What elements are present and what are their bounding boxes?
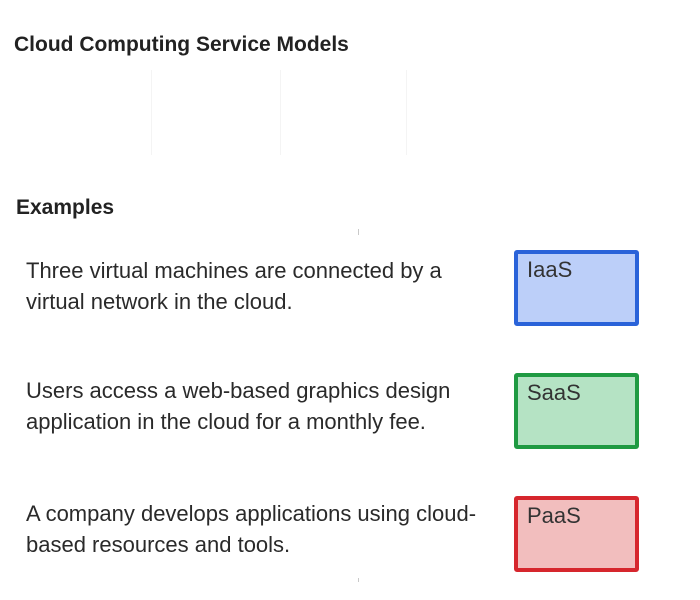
answer-label-paas[interactable]: PaaS (527, 503, 581, 528)
divider (406, 70, 407, 155)
answer-slot-3[interactable]: PaaS (514, 496, 639, 572)
example-text-2: Users access a web-based graphics design… (26, 378, 451, 434)
answer-label-saas[interactable]: SaaS (527, 380, 581, 405)
answer-label-iaas[interactable]: IaaS (527, 257, 573, 282)
example-text-3: A company develops applications using cl… (26, 501, 477, 557)
divider (358, 578, 359, 582)
examples-heading: Examples (16, 196, 115, 219)
divider (151, 70, 152, 155)
divider (280, 70, 281, 155)
page-title: Cloud Computing Service Models (14, 33, 349, 56)
divider (358, 229, 359, 235)
answer-slot-2[interactable]: SaaS (514, 373, 639, 449)
service-model-drag-area (30, 70, 410, 155)
example-text-1: Three virtual machines are connected by … (26, 258, 442, 314)
answer-slot-1[interactable]: IaaS (514, 250, 639, 326)
